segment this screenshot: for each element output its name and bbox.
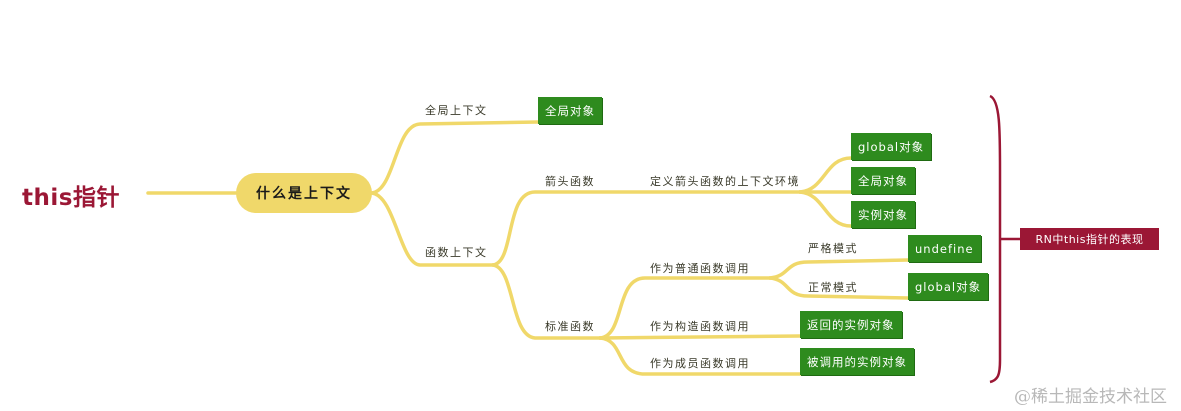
function-context-label: 函数上下文 (425, 246, 488, 259)
leaf-arrow-instance[interactable]: 实例对象 (851, 201, 915, 228)
global-context-label: 全局上下文 (425, 104, 488, 117)
watermark: @稀土掘金技术社区 (1014, 387, 1167, 407)
standard-function-label: 标准函数 (545, 320, 595, 333)
summary-label[interactable]: RN中this指针的表现 (1020, 228, 1159, 250)
arrow-function-label: 箭头函数 (545, 175, 595, 188)
leaf-arrow-global-obj[interactable]: 全局对象 (851, 167, 915, 194)
leaf-arrow-global[interactable]: global对象 (851, 133, 932, 160)
leaf-global-object[interactable]: 全局对象 (538, 97, 602, 124)
leaf-member-instance[interactable]: 被调用的实例对象 (800, 348, 914, 375)
arrow-function-sub-label: 定义箭头函数的上下文环境 (650, 175, 800, 188)
constructor-call-label: 作为构造函数调用 (650, 320, 750, 333)
root-title: this指针 (22, 185, 120, 211)
leaf-constructor-instance[interactable]: 返回的实例对象 (800, 311, 902, 338)
sloppy-mode-label: 正常模式 (808, 281, 858, 294)
member-call-label: 作为成员函数调用 (650, 357, 750, 370)
central-topic[interactable]: 什么是上下文 (236, 173, 372, 213)
normal-call-label: 作为普通函数调用 (650, 262, 750, 275)
strict-mode-label: 严格模式 (808, 242, 858, 255)
leaf-sloppy-global[interactable]: global对象 (908, 273, 989, 300)
leaf-undefine[interactable]: undefine (908, 235, 981, 262)
